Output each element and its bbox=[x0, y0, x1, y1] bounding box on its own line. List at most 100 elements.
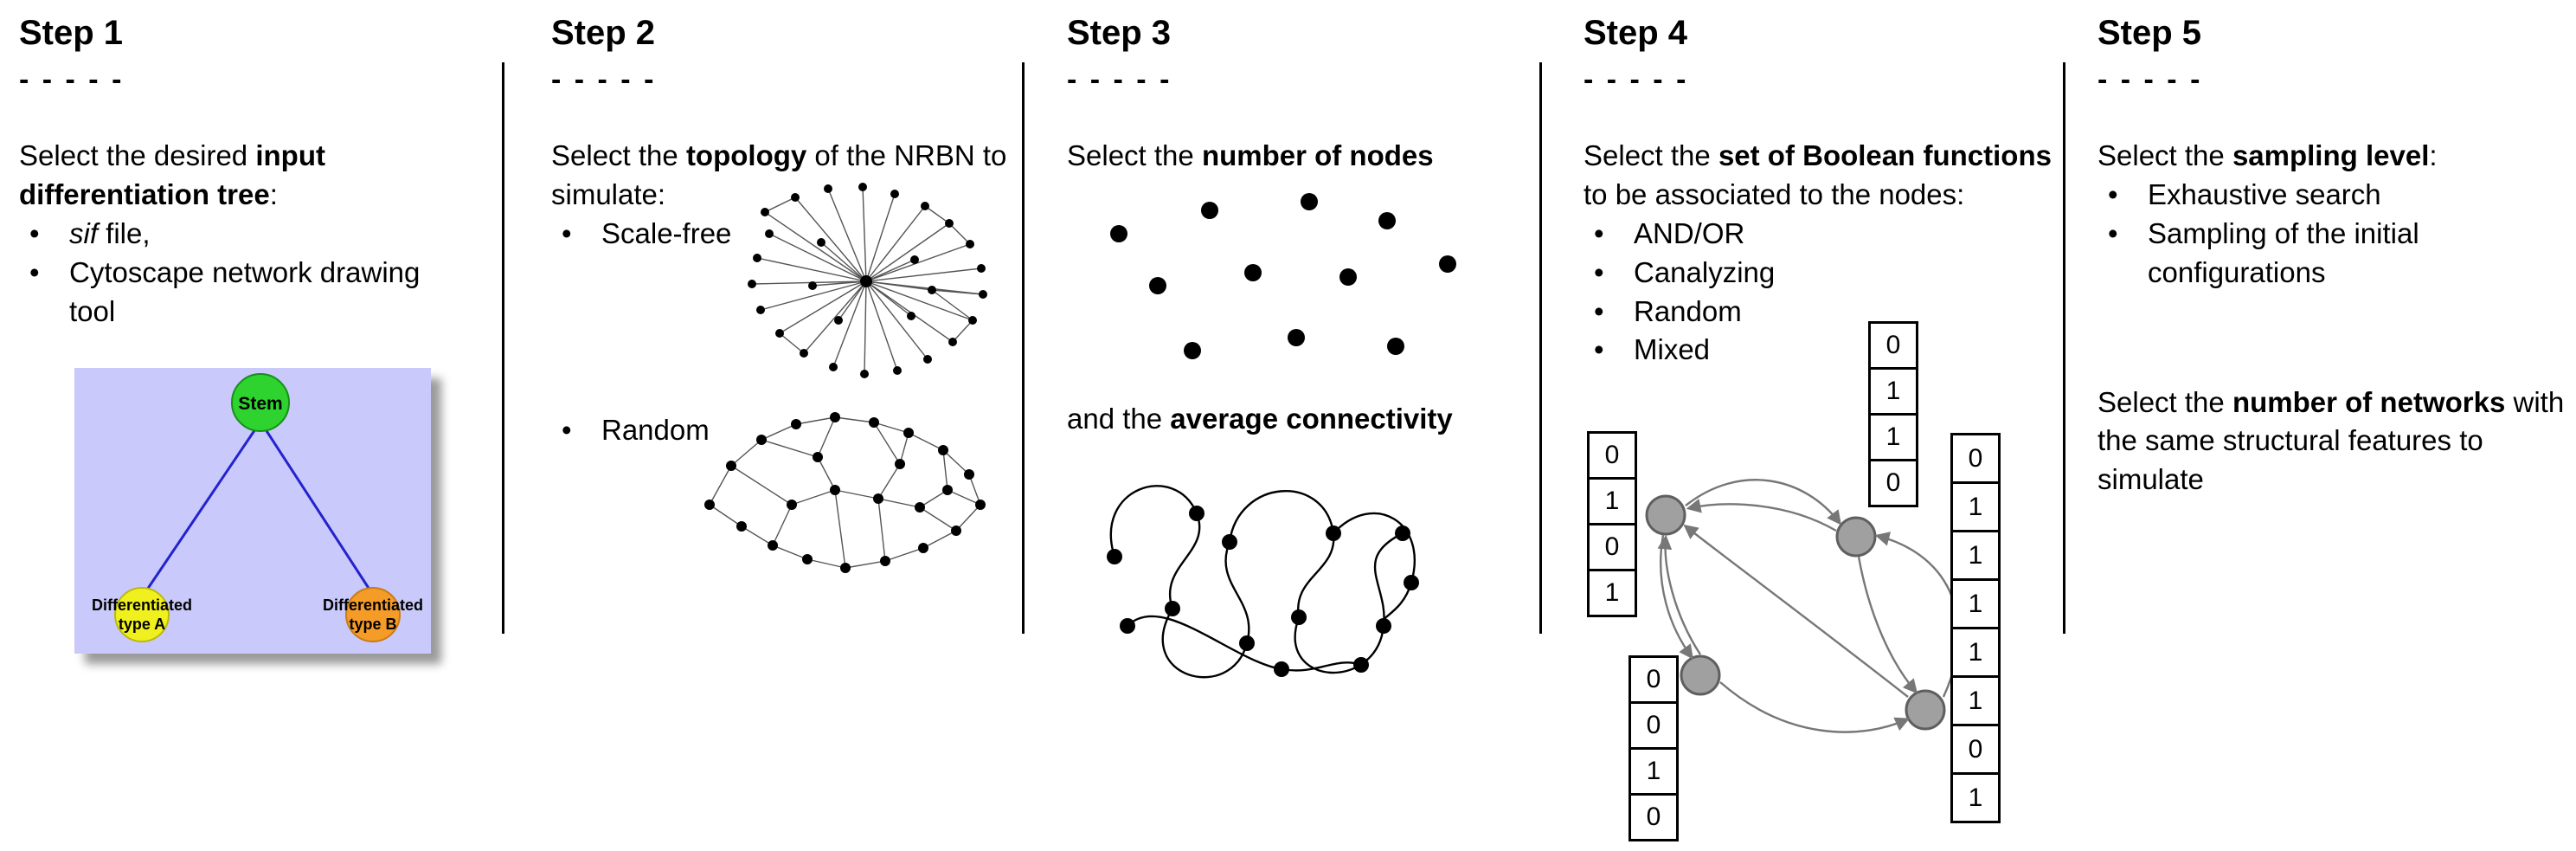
step5-column: Step 5 - - - - - Select the sampling lev… bbox=[2097, 0, 2576, 851]
step2-intro-pre: Select the bbox=[551, 139, 686, 171]
step4-bullet3-label: Random bbox=[1634, 294, 1742, 327]
divider-4 bbox=[2063, 62, 2065, 634]
step4-bullet-mixed: Mixed bbox=[1584, 331, 2065, 370]
step4-bullet4-label: Mixed bbox=[1634, 333, 1711, 366]
type-a-label-line1: Differentiated bbox=[92, 596, 192, 614]
step4-intro-pre: Select the bbox=[1584, 139, 1718, 171]
step1-bullet1-italic: sif bbox=[69, 216, 98, 249]
step1-column: Step 1 - - - - - Select the desired inpu… bbox=[19, 0, 456, 851]
type-b-label-line1: Differentiated bbox=[323, 596, 423, 614]
step3-intro-pre: Select the bbox=[1067, 139, 1202, 171]
step5-dashes: - - - - - bbox=[2097, 63, 2203, 96]
truth-table-cell: 0 bbox=[1628, 701, 1679, 750]
step3-column: Step 3 - - - - - Select the number of no… bbox=[1067, 0, 1551, 851]
truth-table-cell: 0 bbox=[1868, 321, 1918, 370]
network-node-b bbox=[1835, 516, 1877, 558]
step5-intro-bold: sampling level bbox=[2232, 139, 2430, 171]
divider-1 bbox=[502, 62, 504, 634]
step2-dashes: - - - - - bbox=[551, 63, 657, 96]
step4-bullet2-label: Canalyzing bbox=[1634, 255, 1776, 288]
type-a-label-line2: type A bbox=[119, 616, 165, 633]
step2-column: Step 2 - - - - - Select the topology of … bbox=[551, 0, 1008, 851]
step1-title: Step 1 bbox=[19, 14, 124, 52]
step1-bullet-cytoscape: Cytoscape network drawing tool bbox=[19, 254, 456, 332]
tree-edge-stem-to-a bbox=[142, 421, 262, 596]
step2-bullet-scale-free: Scale-free bbox=[551, 215, 1008, 254]
step5-intro-pre: Select the bbox=[2097, 139, 2232, 171]
step4-bullet1-label: AND/OR bbox=[1634, 216, 1745, 249]
step4-intro-post: to be associated to the nodes: bbox=[1584, 177, 1965, 210]
truth-table-cell: 0 bbox=[1587, 431, 1637, 480]
differentiation-tree-panel: Stem Differentiated type A Differentiate… bbox=[74, 368, 431, 654]
node-dots bbox=[1110, 193, 1456, 359]
network-node-a bbox=[1645, 494, 1686, 536]
step2-intro-post: of the NRBN to simulate: bbox=[551, 139, 1007, 210]
step5-intro: Select the sampling level: bbox=[2097, 137, 2576, 176]
step3-intro: Select the number of nodes bbox=[1067, 137, 1551, 176]
step1-bullet-sif-file: sif file, bbox=[19, 215, 456, 254]
network-node-d bbox=[1905, 689, 1946, 731]
type-b-label-line2: type B bbox=[349, 616, 396, 633]
truth-table-bottom-left: 0 0 1 0 bbox=[1628, 655, 1679, 841]
tangle-nodes bbox=[1107, 506, 1419, 677]
step1-intro-bold: input differentiation tree bbox=[19, 139, 325, 210]
differentiation-tree-graphic: Stem Differentiated type A Differentiate… bbox=[92, 373, 423, 642]
step3-dashes: - - - - - bbox=[1067, 63, 1172, 96]
nodes-dots-graphic bbox=[1110, 193, 1456, 359]
truth-table-cell: 1 bbox=[1950, 627, 2001, 678]
truth-table-cell: 0 bbox=[1628, 655, 1679, 704]
truth-table-cell: 1 bbox=[1950, 481, 2001, 532]
random-network-nodes bbox=[704, 412, 986, 573]
truth-table-cell: 1 bbox=[1868, 413, 1918, 461]
network-node-c bbox=[1680, 654, 1721, 696]
step5-p2-bold: number of networks bbox=[2232, 385, 2506, 418]
step2-intro: Select the topology of the NRBN to simul… bbox=[551, 137, 1008, 215]
random-network-edges bbox=[709, 416, 981, 569]
truth-table-cell: 0 bbox=[1587, 523, 1637, 571]
step5-intro-post: : bbox=[2429, 139, 2438, 171]
step3-title: Step 3 bbox=[1067, 14, 1172, 52]
step2-intro-bold: topology bbox=[685, 139, 807, 171]
tree-edge-stem-to-b bbox=[259, 421, 375, 596]
step2-title: Step 2 bbox=[551, 14, 656, 52]
truth-table-cell: 1 bbox=[1950, 530, 2001, 581]
truth-table-cell: 1 bbox=[1950, 772, 2001, 823]
truth-table-cell: 0 bbox=[1950, 724, 2001, 775]
truth-table-cell: 0 bbox=[1950, 433, 2001, 484]
step1-intro: Select the desired input differentiation… bbox=[19, 137, 456, 215]
step1-intro-post: : bbox=[269, 177, 278, 210]
random-network-graphic bbox=[704, 412, 986, 573]
scale-free-nodes bbox=[748, 183, 987, 378]
step3-text2-bold: average connectivity bbox=[1170, 403, 1453, 435]
stem-node bbox=[231, 373, 290, 432]
scale-free-edges bbox=[751, 186, 984, 375]
divider-3 bbox=[1539, 62, 1542, 634]
step1-intro-pre: Select the desired bbox=[19, 139, 256, 171]
step4-bullet-random: Random bbox=[1584, 293, 2065, 332]
step5-paragraph2: Select the number of networks with the s… bbox=[2097, 384, 2576, 500]
step4-intro: Select the set of Boolean functions to b… bbox=[1584, 137, 2065, 215]
truth-table-cell: 1 bbox=[1587, 477, 1637, 525]
step4-bullet-canalyzing: Canalyzing bbox=[1584, 254, 2065, 293]
differentiated-type-b-node bbox=[345, 587, 401, 642]
step5-p2-post: with the same structural features to sim… bbox=[2097, 385, 2565, 496]
step3-text2-pre: and the bbox=[1067, 403, 1171, 435]
step5-title: Step 5 bbox=[2097, 14, 2202, 52]
step4-dashes: - - - - - bbox=[1584, 63, 1689, 96]
truth-table-cell: 0 bbox=[1628, 793, 1679, 841]
truth-table-left: 0 1 0 1 bbox=[1587, 431, 1637, 617]
truth-table-cell: 1 bbox=[1868, 367, 1918, 416]
truth-table-cell: 1 bbox=[1587, 569, 1637, 617]
truth-table-cell: 1 bbox=[1628, 747, 1679, 796]
truth-table-cell: 1 bbox=[1950, 675, 2001, 726]
step3-intro-bold: number of nodes bbox=[1201, 139, 1434, 171]
truth-table-cell: 1 bbox=[1950, 578, 2001, 629]
truth-table-top: 0 1 1 0 bbox=[1868, 321, 1918, 507]
step4-bullet-and-or: AND/OR bbox=[1584, 215, 2065, 254]
tangle-edges bbox=[1109, 485, 1416, 679]
truth-table-cell: 0 bbox=[1868, 459, 1918, 507]
step2-bullet-random: Random bbox=[551, 411, 1008, 450]
connectivity-tangle-graphic bbox=[1107, 485, 1419, 679]
step1-bullet1-rest: file, bbox=[98, 216, 151, 249]
step1-dashes: - - - - - bbox=[19, 63, 125, 96]
